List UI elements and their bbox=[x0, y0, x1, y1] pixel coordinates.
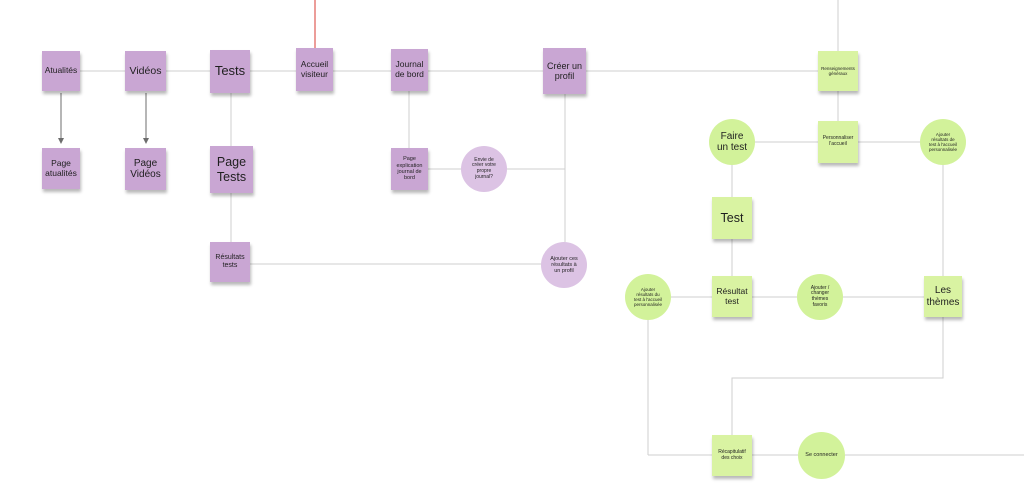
node-faire-un-test[interactable]: Faire un test bbox=[709, 119, 755, 165]
node-ajouter-resultats-profil[interactable]: Ajouter ces résultats à un profil bbox=[541, 242, 587, 288]
edge-themes-recap bbox=[731, 317, 944, 435]
node-ajouter-changer-themes[interactable]: Ajouter / changer thèmes favoris bbox=[797, 274, 843, 320]
node-resultats-tests[interactable]: Résultats tests bbox=[210, 242, 250, 282]
node-actualites[interactable]: Atualités bbox=[42, 51, 80, 91]
node-renseignements[interactable]: Renseignements généraux bbox=[818, 51, 858, 91]
node-personnaliser-accueil[interactable]: Personnaliser l'accueil bbox=[818, 121, 858, 163]
node-journal-de-bord[interactable]: Journal de bord bbox=[391, 49, 428, 91]
node-ajouter-resultats-accueil-left[interactable]: Ajouter résultats du test à l'accueil pe… bbox=[625, 274, 671, 320]
node-accueil-visiteur[interactable]: Accueil visiteur bbox=[296, 48, 333, 91]
node-page-tests[interactable]: Page Tests bbox=[210, 146, 253, 193]
node-recapitulatif[interactable]: Récapitulatif des choix bbox=[712, 435, 752, 476]
node-page-explication[interactable]: Page explication journal de bord bbox=[391, 148, 428, 190]
node-creer-profil[interactable]: Créer un profil bbox=[543, 48, 586, 94]
node-page-videos[interactable]: Page Vidéos bbox=[125, 148, 166, 190]
node-les-themes[interactable]: Les thèmes bbox=[924, 276, 962, 317]
node-page-actualites[interactable]: Page atualités bbox=[42, 148, 80, 189]
node-se-connecter[interactable]: Se connecter bbox=[798, 432, 845, 479]
node-envie-creer[interactable]: Envie de créer votre propre journal? bbox=[461, 146, 507, 192]
node-resultat-test[interactable]: Résultat test bbox=[712, 276, 752, 317]
node-test[interactable]: Test bbox=[712, 197, 752, 239]
node-ajouter-resultat-accueil[interactable]: Ajouter résultats de test à l'accueil pe… bbox=[920, 119, 966, 165]
node-tests[interactable]: Tests bbox=[210, 50, 250, 93]
node-videos[interactable]: Vidéos bbox=[125, 51, 166, 91]
